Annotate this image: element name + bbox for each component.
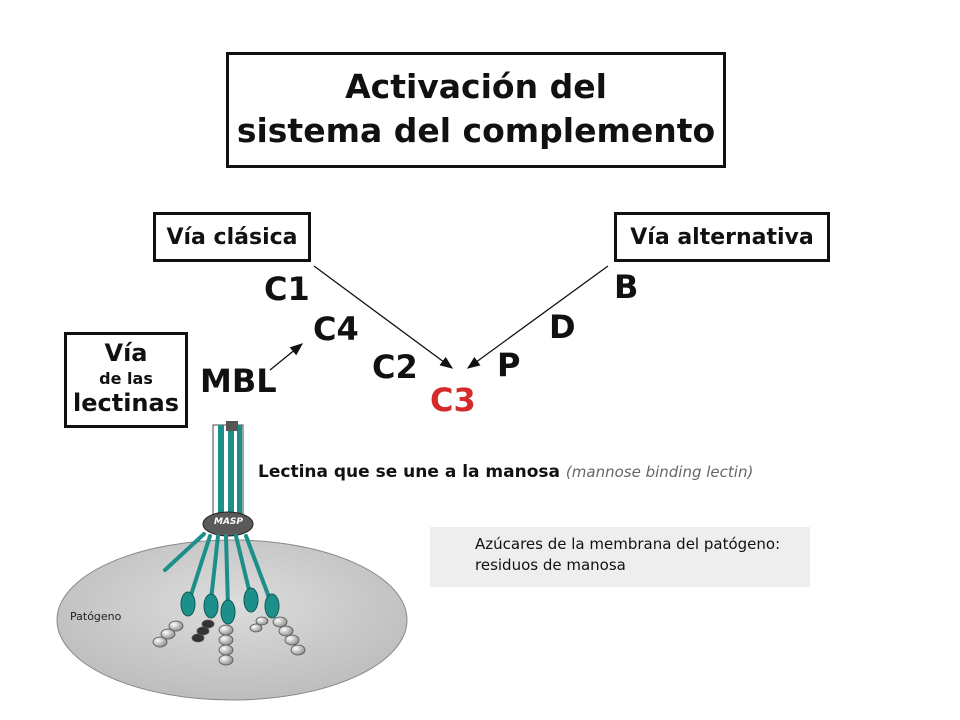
lectin-pathway-box: Vía de las lectinas — [64, 332, 188, 428]
component-mbl: MBL — [200, 362, 277, 400]
lectin-pathway-line-2: de las — [99, 369, 153, 388]
lectin-pathway-line-1: Vía — [104, 339, 148, 367]
title-box: Activación del sistema del complemento — [226, 52, 726, 168]
sugar-legend-line-1: Azúcares de la membrana del patógeno: — [475, 535, 781, 553]
mbl-heads — [180, 587, 280, 625]
lectin-caption-main: Lectina que se une a la manosa — [258, 462, 560, 482]
sugar-legend-box — [430, 527, 810, 587]
lectin-pathway-line-3: lectinas — [73, 389, 179, 417]
component-c2: C2 — [372, 348, 418, 386]
component-c1: C1 — [264, 270, 310, 308]
component-p: P — [497, 346, 521, 384]
component-b: B — [614, 268, 639, 306]
component-c4: C4 — [313, 310, 359, 348]
title-line-2: sistema del complemento — [236, 111, 716, 150]
masp-label: MASP — [214, 517, 243, 527]
pathogen-label: Patógeno — [70, 610, 122, 623]
mbl-stalk — [212, 421, 244, 524]
sugar-legend-line-2: residuos de manosa — [475, 556, 626, 574]
arrow-c1-to-c3 — [313, 265, 454, 369]
arrow-b-to-c3 — [466, 265, 609, 369]
mbl-arms — [163, 532, 272, 609]
lectin-caption-english: (mannose binding lectin) — [565, 463, 754, 481]
component-c3: C3 — [430, 381, 476, 419]
sugar-legend-text: Azúcares de la membrana del patógeno: re… — [475, 534, 780, 576]
alternative-pathway-box: Vía alternativa — [614, 212, 830, 262]
lectin-caption: Lectina que se une a la manosa (mannose … — [258, 462, 753, 482]
title-line-1: Activación del — [345, 67, 607, 106]
mannose-beads — [152, 616, 306, 666]
classic-pathway-box: Vía clásica — [153, 212, 311, 262]
arrow-mbl-to-c4 — [269, 343, 304, 371]
component-d: D — [549, 308, 576, 346]
